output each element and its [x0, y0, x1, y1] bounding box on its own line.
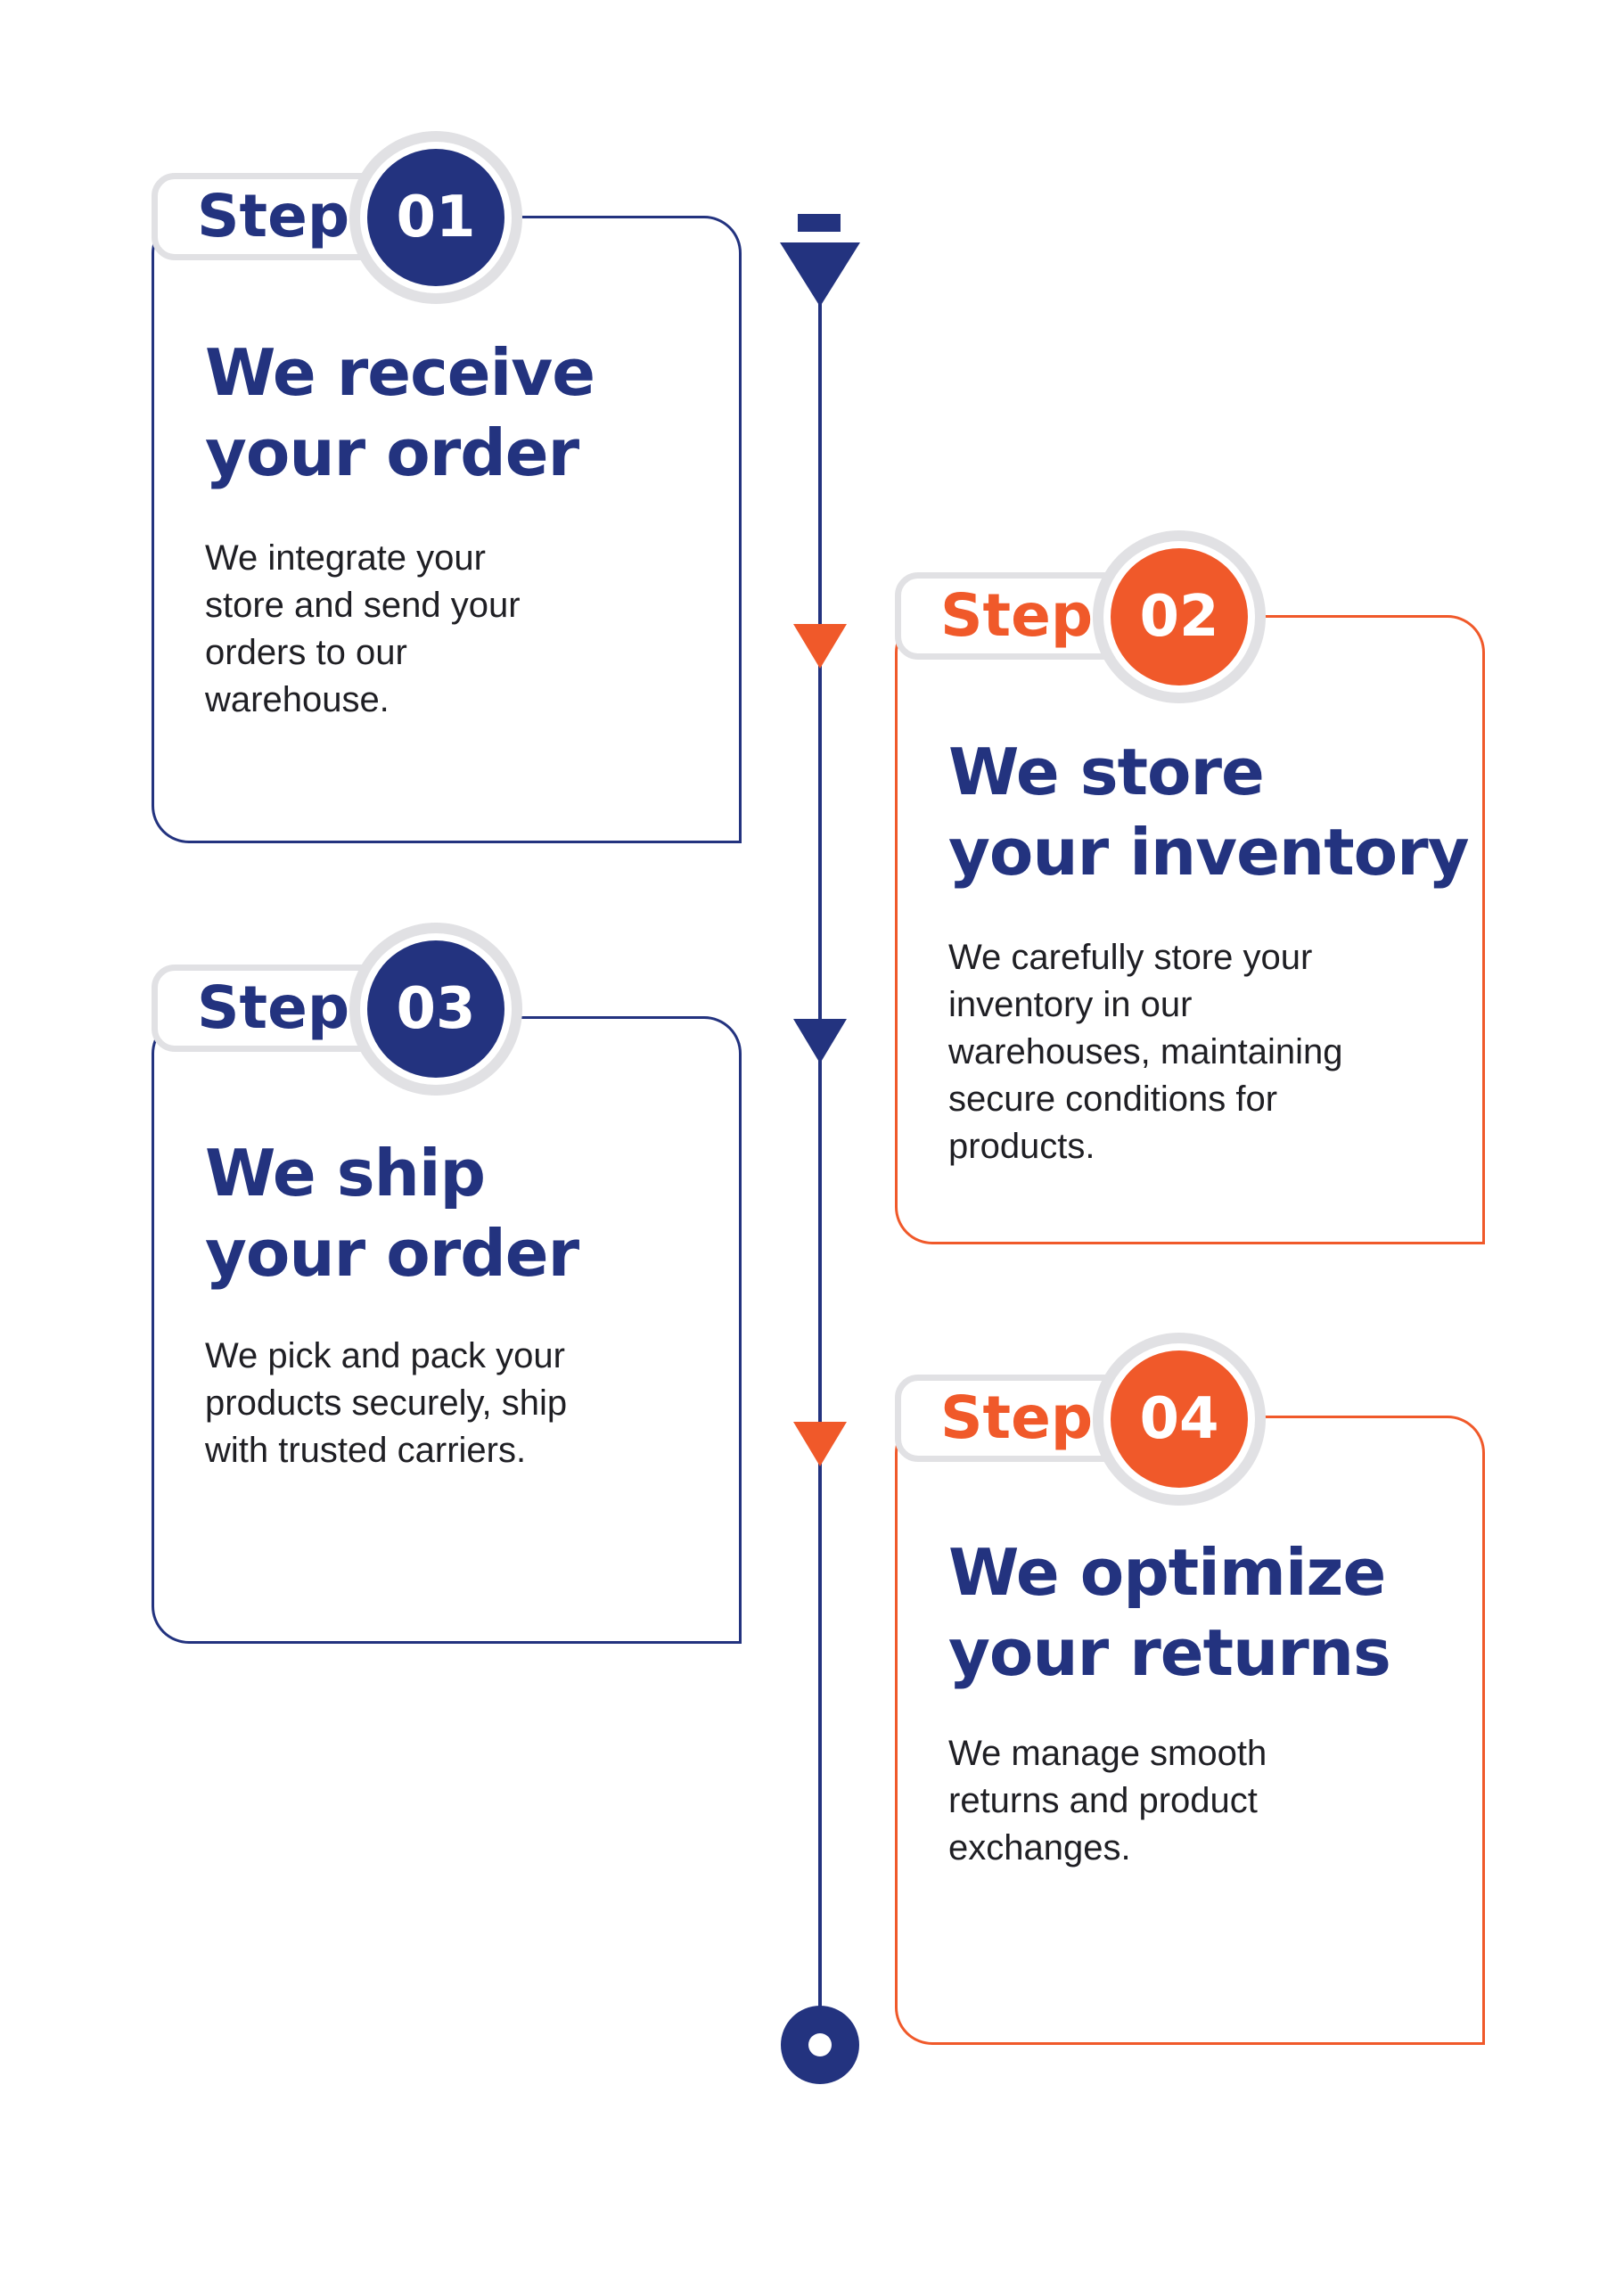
step-card-03: We ship your order We pick and pack your… — [152, 1016, 742, 1644]
step-1-arrow-icon — [793, 624, 847, 669]
step-number-ring: 03 — [349, 923, 522, 1096]
step-label: Step — [940, 1383, 1094, 1452]
step-label: Step — [197, 973, 350, 1042]
step-label: Step — [940, 581, 1094, 650]
step-number: 03 — [367, 940, 504, 1078]
step-title: We receive your order — [205, 335, 595, 490]
timeline-start-cap — [798, 214, 841, 232]
step-description: We integrate your store and send your or… — [205, 538, 521, 719]
step-title: We ship your order — [205, 1136, 579, 1291]
step-description: We manage smooth returns and product exc… — [948, 1734, 1267, 1867]
step-card-01: We receive your order We integrate your … — [152, 216, 742, 843]
step-title: We optimize your returns — [948, 1535, 1391, 1690]
step-number-ring: 02 — [1093, 530, 1266, 703]
end-circle-icon — [781, 2006, 859, 2084]
step-3-arrow-icon — [793, 1422, 847, 1466]
step-card-02: We store your inventory We carefully sto… — [895, 615, 1485, 1244]
step-number-ring: 04 — [1093, 1333, 1266, 1506]
arrow-down-icon — [780, 242, 860, 307]
step-label: Step — [197, 182, 350, 250]
step-description: We carefully store your inventory in our… — [948, 938, 1343, 1166]
step-number: 02 — [1111, 548, 1248, 685]
end-circle-dot — [808, 2033, 832, 2056]
step-number: 01 — [367, 149, 504, 286]
step-card-04: We optimize your returns We manage smoot… — [895, 1416, 1485, 2045]
step-number-ring: 01 — [349, 131, 522, 304]
step-number: 04 — [1111, 1350, 1248, 1488]
step-title: We store your inventory — [948, 735, 1470, 890]
step-description: We pick and pack your products securely,… — [205, 1336, 568, 1470]
step-2-arrow-icon — [793, 1019, 847, 1063]
timeline-line — [818, 294, 822, 2023]
